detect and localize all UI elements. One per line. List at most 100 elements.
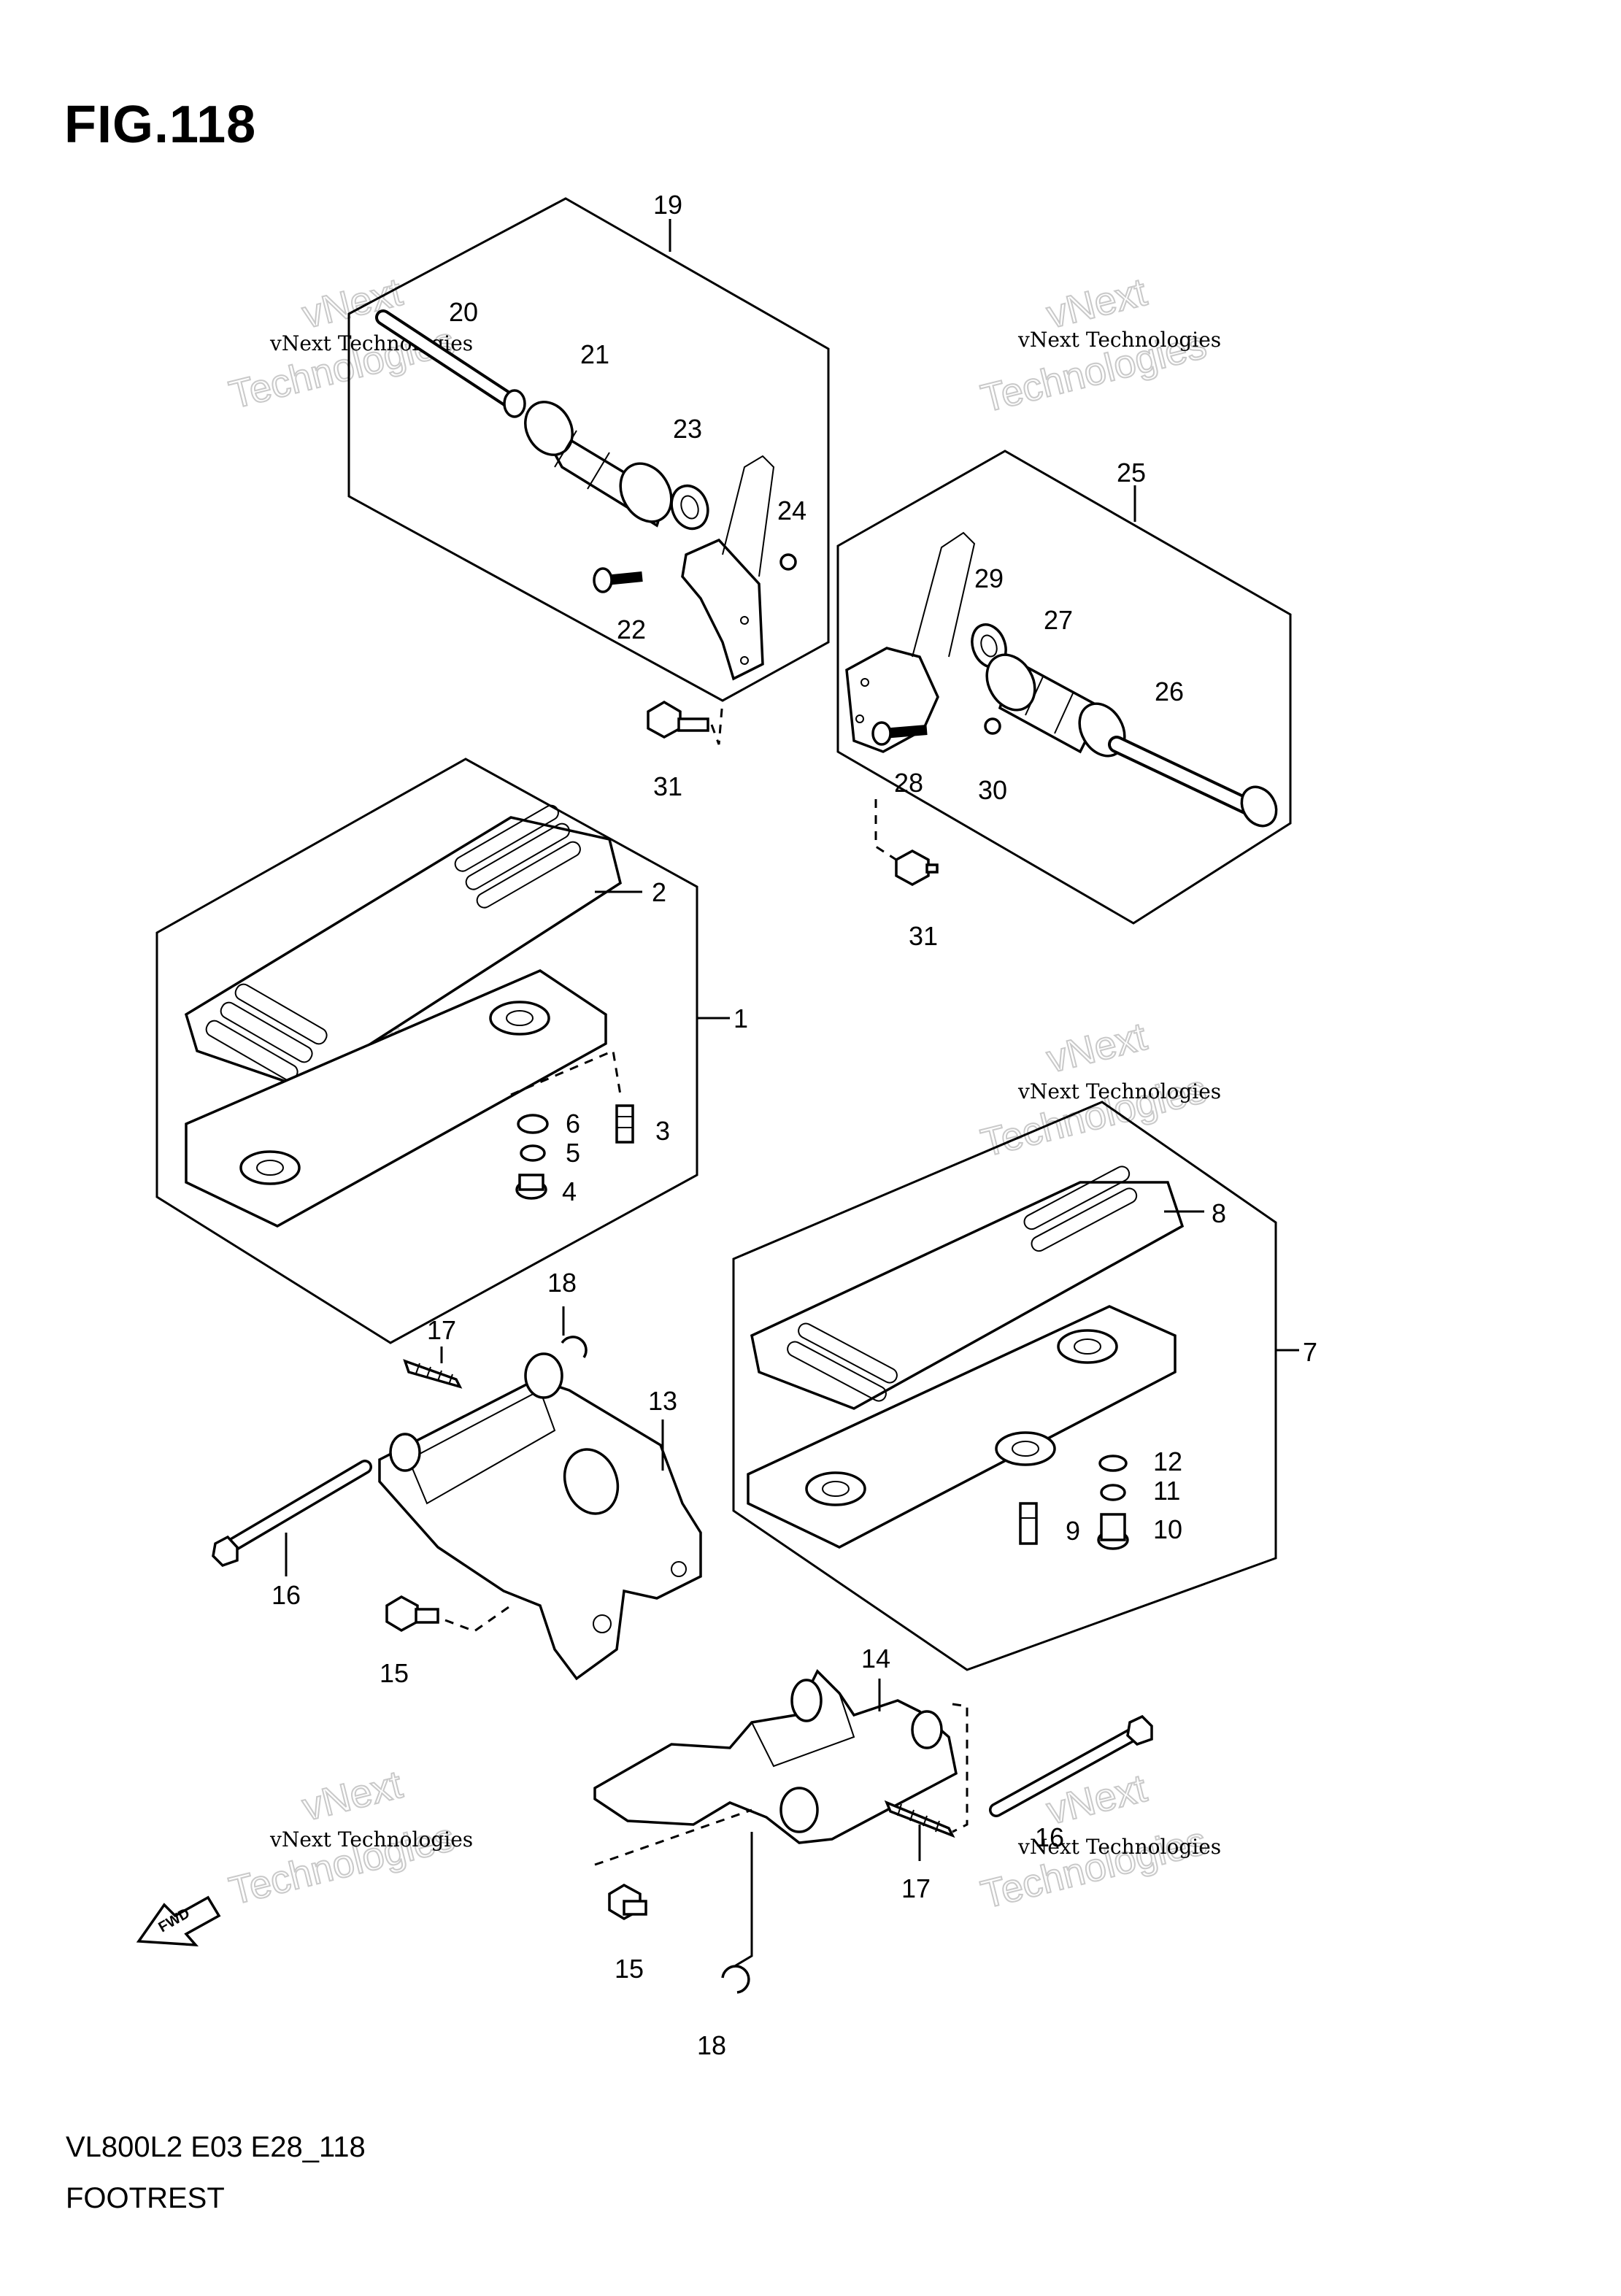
assembly-line-31b (874, 799, 897, 861)
washer-12 (1098, 1455, 1128, 1472)
floorboard-mat-2 (184, 816, 623, 1089)
bolt-31a (647, 700, 709, 739)
callout-31a: 31 (653, 771, 682, 801)
group-7-right-floorboard (732, 1101, 1299, 1671)
bolt-15a (385, 1595, 439, 1633)
clip-18a (561, 1336, 588, 1358)
watermark-mid-right: vNext Technologies vNext Technologies (976, 1014, 1221, 1166)
watermark-bottom-right: vNext Technologies vNext Technologies (976, 1765, 1221, 1918)
figure-name: FOOTREST (66, 2182, 225, 2214)
callout-31b: 31 (909, 921, 938, 951)
callout-30: 30 (978, 775, 1007, 805)
bracket-13-ear (524, 1352, 563, 1399)
floorboard-boss (1057, 1329, 1118, 1364)
clip-18b (721, 1965, 750, 1994)
callout-10: 10 (1153, 1514, 1182, 1544)
pin-16a-head (212, 1535, 239, 1568)
group-1-left-floorboard (155, 758, 730, 1344)
floorboard-boss (805, 1471, 866, 1506)
watermark-small: vNext Technologies (1017, 1079, 1221, 1103)
callout-4: 4 (562, 1176, 577, 1206)
watermark-big-top: vNext (298, 1763, 406, 1830)
floorboard-boss (995, 1431, 1056, 1466)
callout-2: 2 (652, 877, 666, 907)
callout-15a: 15 (380, 1658, 409, 1688)
callout-23: 23 (673, 414, 702, 444)
footpeg-bracket-stay (722, 455, 775, 577)
mat-8-ribs (787, 1166, 1138, 1402)
callout-20: 20 (449, 297, 478, 327)
assembly-line-15a (444, 1604, 512, 1633)
cotter-24 (779, 553, 797, 571)
callout-18a: 18 (547, 1268, 577, 1298)
washer-23 (670, 484, 709, 531)
callout-14: 14 (861, 1644, 890, 1673)
bracket-13-body (378, 1378, 702, 1681)
forward-arrow-icon: FWD (136, 1895, 221, 1947)
group-1-frame (155, 758, 698, 1344)
watermark-big-top: vNext (1042, 1014, 1150, 1082)
callout-27: 27 (1044, 605, 1073, 635)
callout-13: 13 (648, 1386, 677, 1416)
callout-22: 22 (617, 615, 646, 644)
spring-17a (403, 1359, 463, 1389)
bolt-31b (895, 850, 939, 886)
bracket-13-ear (389, 1433, 421, 1472)
spring-17b (884, 1800, 955, 1838)
watermark-big-bottom: Technologies (977, 1819, 1210, 1916)
watermark-small: vNext Technologies (269, 1827, 473, 1852)
callout-6: 6 (566, 1109, 580, 1139)
washer-6 (517, 1114, 549, 1134)
floorboard-boss (239, 1150, 301, 1185)
callout-21: 21 (580, 339, 609, 369)
cotter-30 (984, 717, 1001, 735)
bracket-14-ear (779, 1787, 819, 1833)
nut-10 (1097, 1513, 1129, 1550)
bracket-13-left (212, 1306, 702, 1681)
callout-17a: 17 (427, 1315, 456, 1345)
watermark-small: vNext Technologies (1017, 1835, 1221, 1859)
pin-20-end (503, 389, 526, 418)
group-19-left-footpeg (347, 197, 830, 745)
floorboard-mat-8 (750, 1181, 1185, 1410)
nut-4 (515, 1174, 547, 1200)
figure-code: VL800L2 E03 E28_118 (66, 2131, 366, 2163)
assembly-line-1 (510, 1049, 622, 1096)
watermark-top-right: vNext Technologies vNext Technologies (976, 269, 1221, 422)
assembly-line-15b (594, 1808, 752, 1866)
bracket-14-right (593, 1669, 1153, 1994)
bracket-13-boss (563, 1448, 620, 1515)
stud-3 (615, 1104, 634, 1144)
watermark-small: vNext Technologies (1017, 328, 1221, 352)
pin-22-head (593, 567, 613, 593)
callout-17b: 17 (901, 1873, 931, 1903)
callout-8: 8 (1212, 1198, 1226, 1228)
group-7-frame (732, 1101, 1277, 1671)
group-19-frame (347, 197, 830, 702)
floorboard-boss (489, 1001, 550, 1036)
bracket-14-ear (911, 1710, 943, 1749)
callout-9: 9 (1066, 1516, 1080, 1546)
callout-18b: 18 (697, 2030, 726, 2060)
callout-1: 1 (734, 1003, 748, 1033)
callout-labels: 19 20 21 23 24 22 31 25 29 27 26 28 30 3… (272, 190, 1317, 2060)
figure-title: FIG.118 (64, 96, 257, 154)
watermark-bottom-left: vNext Technologies vNext Technologies (224, 1762, 473, 1914)
callout-7: 7 (1303, 1337, 1317, 1367)
footpeg-rubber-27 (985, 653, 1126, 758)
pin-28-head (871, 721, 892, 746)
bolt-15b (608, 1883, 647, 1921)
callout-5: 5 (566, 1138, 580, 1168)
bracket-14-boss (790, 1679, 823, 1722)
callout-16b: 16 (1035, 1822, 1064, 1852)
leader-18b (733, 1832, 753, 1968)
callout-16a: 16 (272, 1580, 301, 1610)
stud-9 (1019, 1502, 1038, 1545)
watermark-big-top: vNext (1042, 270, 1150, 337)
callout-12: 12 (1153, 1446, 1182, 1476)
group-25-right-footpeg (836, 450, 1292, 925)
pin-26-head (1240, 785, 1278, 828)
footpeg-rubber-21 (524, 401, 673, 528)
callout-25: 25 (1117, 458, 1146, 488)
